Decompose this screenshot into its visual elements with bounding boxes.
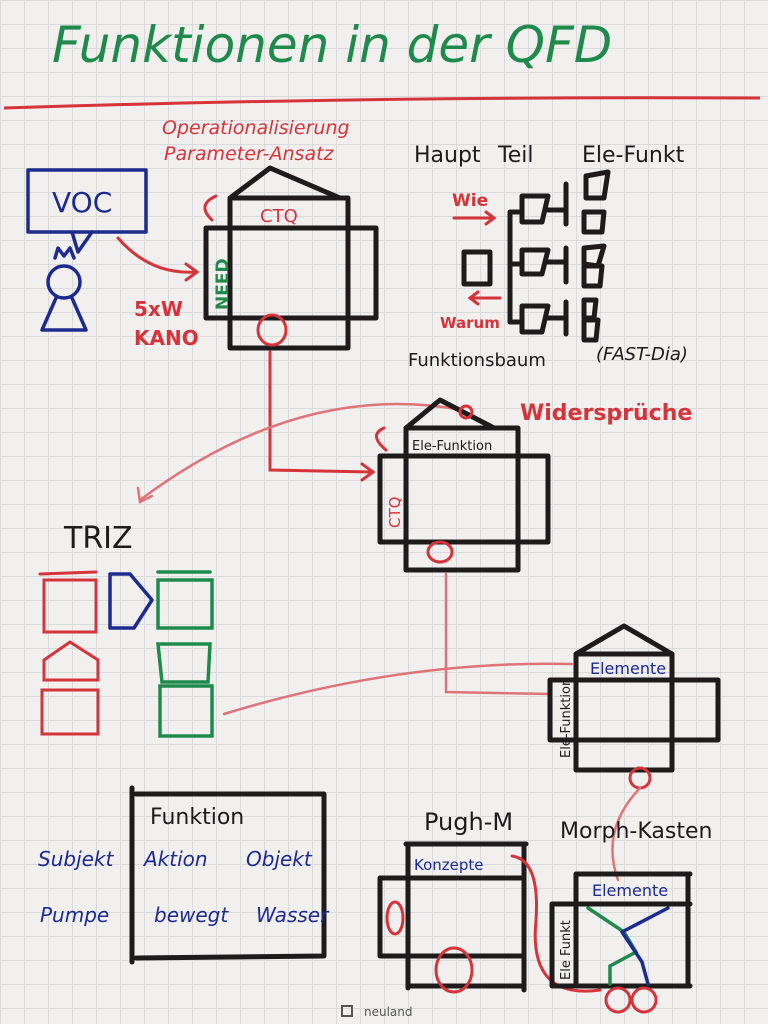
voc-box [26,168,148,234]
cell-bewegt: bewegt [154,903,229,927]
voc-group: VOC 5xW KANO [26,168,200,350]
cell-objekt: Objekt [246,847,313,871]
pugh-matrix: Pugh-M Konzepte [377,808,602,994]
house-of-quality-3: Elemente Ele-Funktion [547,623,721,882]
triz-group: TRIZ [38,521,214,738]
hoq1-need: NEED [213,258,233,310]
cell-subjekt: Subjekt [38,847,115,871]
neuland-logo-icon [341,1005,353,1017]
tree-head-haupt: Haupt [414,143,481,168]
hoq3-top: Elemente [590,659,666,678]
hoq1-title-2: Parameter-Ansatz [164,143,335,165]
tree-wie: Wie [452,191,488,211]
speech-tail [70,230,94,254]
tree-head-ele-funkt: Ele-Funkt [582,143,685,168]
arrow-hoq2-to-hoq3 [444,572,552,696]
pugh-label: Pugh-M [424,808,513,836]
cell-pumpe: Pumpe [40,903,109,927]
voc-label: VOC [52,186,112,219]
triz-label: TRIZ [63,521,133,556]
cell-aktion: Aktion [142,847,208,871]
hoq3-left: Ele-Funktion [559,678,574,758]
pugh-top: Konzepte [414,856,484,874]
brand-label: neuland [364,1005,413,1019]
morph-box: Morph-Kasten Elemente Ele Funkt [549,819,712,1014]
arrow-hoq1-to-hoq2 [268,350,374,474]
method-kano: KANO [134,326,199,350]
tree-warum: Warum [440,314,500,332]
tree-head-teil: Teil [497,143,533,168]
person-icon [40,246,88,332]
title-underline [3,96,761,110]
contradictions-label: Widersprüche [520,401,692,426]
function-table: Funktion Subjekt Aktion Objekt Pumpe bew… [38,785,330,965]
arrow-contradictions-to-triz [138,402,464,502]
hoq2-left: CTQ [386,497,404,528]
hoq2-top: Ele-Funktion [412,439,492,454]
house-of-quality-2: Widersprüche Ele-Funktion CTQ [375,397,692,573]
hoq1-ctq: CTQ [260,206,298,227]
page-title: Funktionen in der QFD [52,16,612,74]
function-header: Funktion [150,805,244,830]
function-tree: Haupt Teil Ele-Funkt Wie Warum Funktions… [408,143,688,371]
tree-caption: Funktionsbaum [408,350,546,371]
method-5xw: 5xW [134,297,183,321]
tree-caption-fast: (FAST-Dia) [596,344,688,365]
arrow-triz-to-hoq3 [222,662,574,716]
morph-top: Elemente [592,881,668,900]
morph-label: Morph-Kasten [560,819,712,844]
house-of-quality-1: Operationalisierung Parameter-Ansatz CTQ… [162,117,379,351]
hoq1-title-1: Operationalisierung [162,117,350,139]
morph-left: Ele Funkt [559,920,574,980]
voc-arrow [116,236,198,274]
cell-wasser: Wasser [256,903,330,927]
